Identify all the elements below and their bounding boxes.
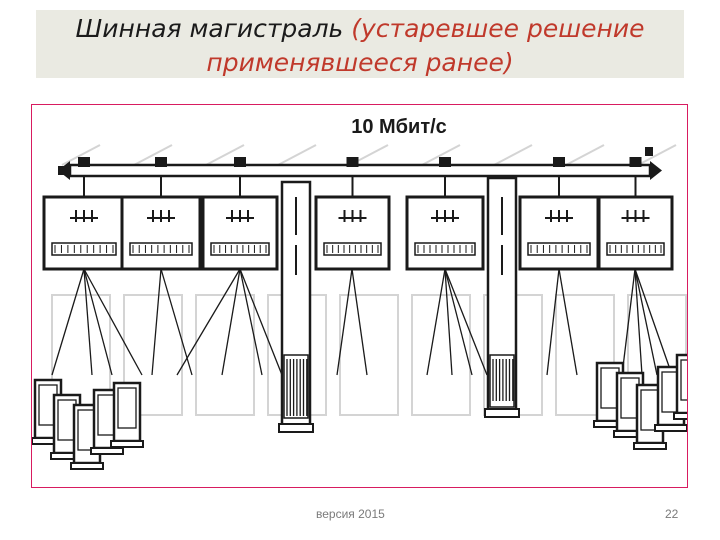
- bus-tap: [439, 157, 451, 167]
- keyboard: [633, 442, 667, 450]
- page-number: 22: [665, 507, 679, 521]
- interface-module: [597, 157, 674, 271]
- ghost-line: [277, 144, 317, 166]
- keyboard: [110, 440, 144, 448]
- workstation: [110, 381, 144, 448]
- bus-tap: [155, 157, 167, 167]
- screen: [117, 387, 137, 429]
- bus-tap: [234, 157, 246, 167]
- interface-module: [518, 157, 600, 271]
- cable: [634, 268, 673, 376]
- bus-tap: [346, 157, 359, 167]
- keyboard: [70, 462, 104, 470]
- module-box: [201, 195, 279, 271]
- bus-line: [58, 147, 662, 180]
- bus-diagram-figure: 10 Мбит/с: [31, 104, 688, 488]
- ghost-line: [493, 144, 533, 166]
- module-box: [42, 195, 126, 271]
- cable: [444, 268, 488, 376]
- cable: [444, 268, 453, 376]
- cable: [83, 268, 113, 376]
- bus-tap: [629, 157, 642, 167]
- ghost-line: [205, 144, 245, 166]
- ghost-line: [61, 144, 101, 166]
- interface-module: [120, 157, 202, 271]
- ghost-frame: [339, 294, 399, 416]
- keyboard: [90, 447, 124, 455]
- cable: [634, 268, 643, 376]
- cable: [151, 268, 162, 376]
- ghost-frame: [123, 294, 183, 416]
- screen: [680, 359, 687, 401]
- rack-base: [278, 423, 314, 433]
- cable: [546, 268, 560, 376]
- ghost-line: [421, 144, 461, 166]
- bus-arrow-right: [650, 161, 662, 180]
- keyboard: [654, 424, 687, 432]
- module-box: [405, 195, 485, 271]
- workstation: [673, 353, 687, 420]
- title-accent: (устаревшее решение применявшееся ранее): [206, 14, 645, 77]
- server-rack: [484, 176, 520, 418]
- cable: [426, 268, 446, 376]
- cable: [83, 268, 143, 376]
- module-box: [518, 195, 600, 271]
- interface-module: [314, 157, 391, 271]
- cable: [634, 268, 658, 376]
- cable: [83, 268, 93, 376]
- cable: [621, 268, 636, 376]
- cable: [176, 268, 241, 376]
- wire-group: [51, 268, 673, 376]
- keyboard: [673, 412, 687, 420]
- interface-module: [42, 157, 126, 271]
- title-band: [36, 10, 684, 78]
- server-rack: [278, 180, 314, 433]
- cable: [239, 268, 283, 376]
- module-box: [597, 195, 674, 271]
- module-box: [120, 195, 202, 271]
- workstation-group: [32, 353, 687, 470]
- ghost-background: [51, 144, 687, 416]
- ghost-frame: [555, 294, 615, 416]
- bus-tap-end: [645, 147, 653, 156]
- cable: [336, 268, 353, 376]
- module-group: [42, 157, 674, 271]
- cable: [160, 268, 193, 376]
- cable: [444, 268, 473, 376]
- cable: [351, 268, 368, 376]
- cable: [239, 268, 263, 376]
- rack-base: [484, 408, 520, 418]
- title-main: Шинная магистраль: [75, 14, 352, 43]
- bus-tap: [78, 157, 90, 167]
- bus-diagram: 10 Мбит/с: [32, 116, 687, 470]
- ghost-line: [133, 144, 173, 166]
- cable: [221, 268, 241, 376]
- interface-module: [405, 157, 485, 271]
- bus-tap: [553, 157, 565, 167]
- bus-speed-label: 10 Мбит/с: [351, 116, 447, 138]
- bus-terminator-left: [58, 166, 68, 175]
- module-box: [314, 195, 391, 271]
- ghost-line: [637, 144, 677, 166]
- slide-title: Шинная магистраль (устаревшее решение пр…: [36, 12, 684, 80]
- cable: [558, 268, 578, 376]
- footer-version: версия 2015: [316, 507, 385, 521]
- rack-group: [278, 176, 520, 433]
- ghost-frame: [411, 294, 471, 416]
- ghost-line: [565, 144, 605, 166]
- cable: [51, 268, 85, 376]
